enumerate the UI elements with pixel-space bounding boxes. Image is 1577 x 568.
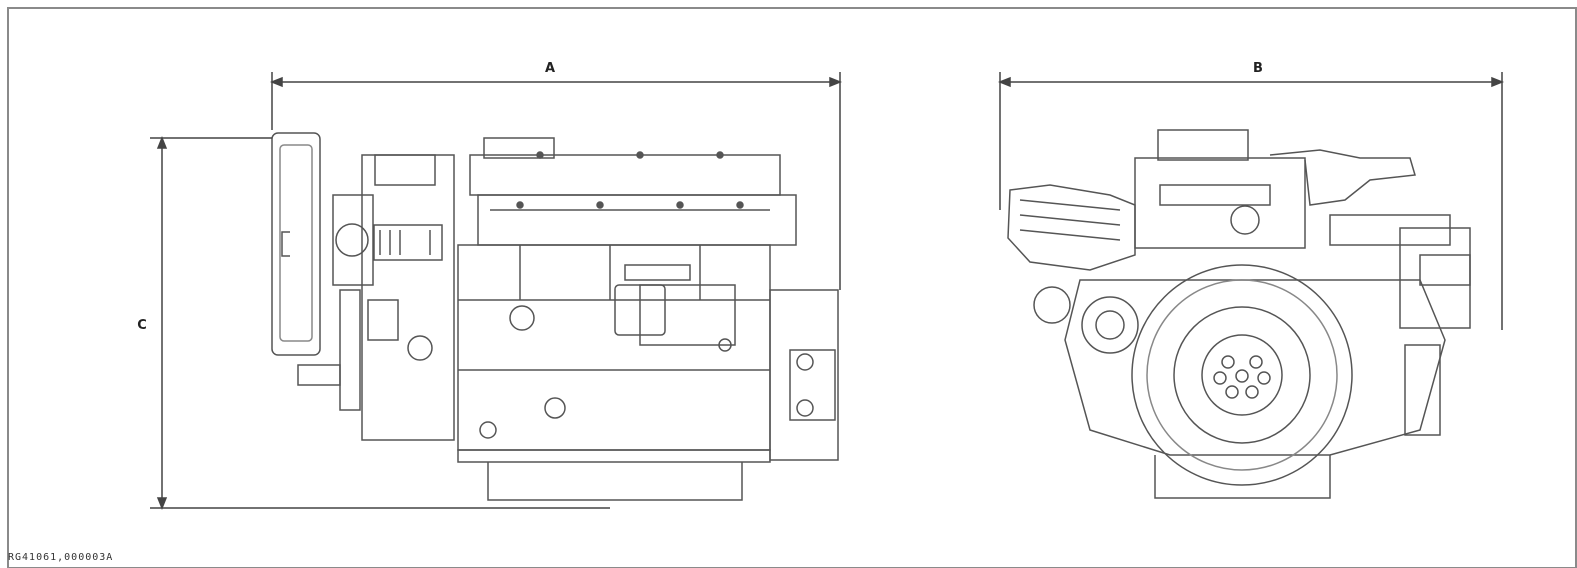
dimension-label-b: B xyxy=(1253,61,1263,76)
engine-side-view xyxy=(271,132,839,501)
dimension-line-c xyxy=(150,135,610,511)
dimension-line-a xyxy=(269,72,843,290)
figure-border xyxy=(7,7,1577,568)
engine-end-view xyxy=(1007,129,1471,499)
dimension-label-c: C xyxy=(137,318,147,333)
figure-caption: RG41061,000003A xyxy=(8,552,114,563)
dimension-line-b xyxy=(997,72,1505,330)
dimension-label-a: A xyxy=(545,61,555,76)
